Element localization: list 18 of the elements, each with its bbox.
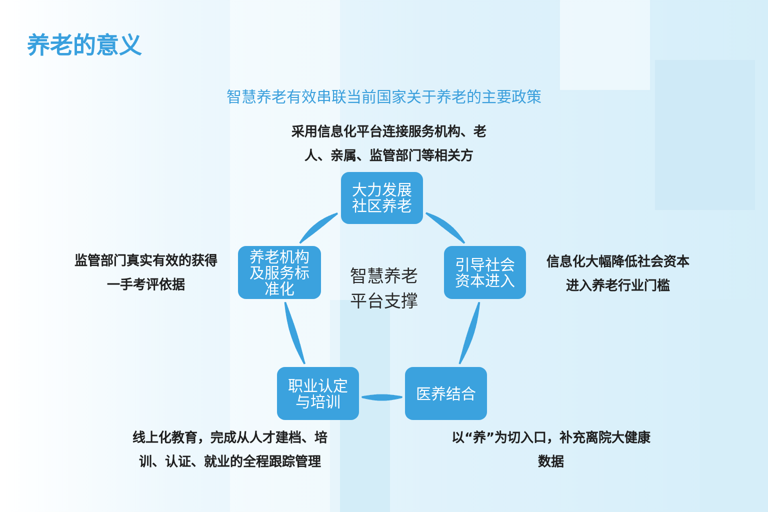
annotation-text: 以“养”为切入口，补充离院大健康数据: [450, 430, 652, 472]
process-box: 大力发展社区养老: [341, 172, 423, 224]
connector-arc: [284, 302, 306, 364]
process-box: 职业认定与培训: [277, 367, 359, 420]
connector-arc: [299, 212, 338, 244]
center-label: 智慧养老平台支撑: [349, 266, 419, 314]
process-box: 引导社会资本进入: [444, 246, 526, 299]
annotation-text: 信息化大幅降低社会资本进入养老行业门槛: [546, 254, 690, 296]
subtitle: 智慧养老有效串联当前国家关于养老的主要政策: [226, 87, 542, 108]
annotation-text: 采用信息化平台连接服务机构、老人、亲属、监管部门等相关方: [290, 124, 488, 166]
annotation-text: 监管部门真实有效的获得一手考评依据: [74, 252, 218, 295]
connector-arc: [362, 394, 402, 401]
page-title: 养老的意义: [27, 32, 142, 61]
process-box: 医养结合: [405, 367, 487, 420]
connector-arc: [426, 212, 466, 244]
process-box: 养老机构及服务标准化: [238, 246, 321, 299]
annotation-text: 线上化教育，完成从人才建档、培训、认证、就业的全程跟踪管理: [132, 430, 328, 472]
connector-arc: [458, 302, 480, 364]
